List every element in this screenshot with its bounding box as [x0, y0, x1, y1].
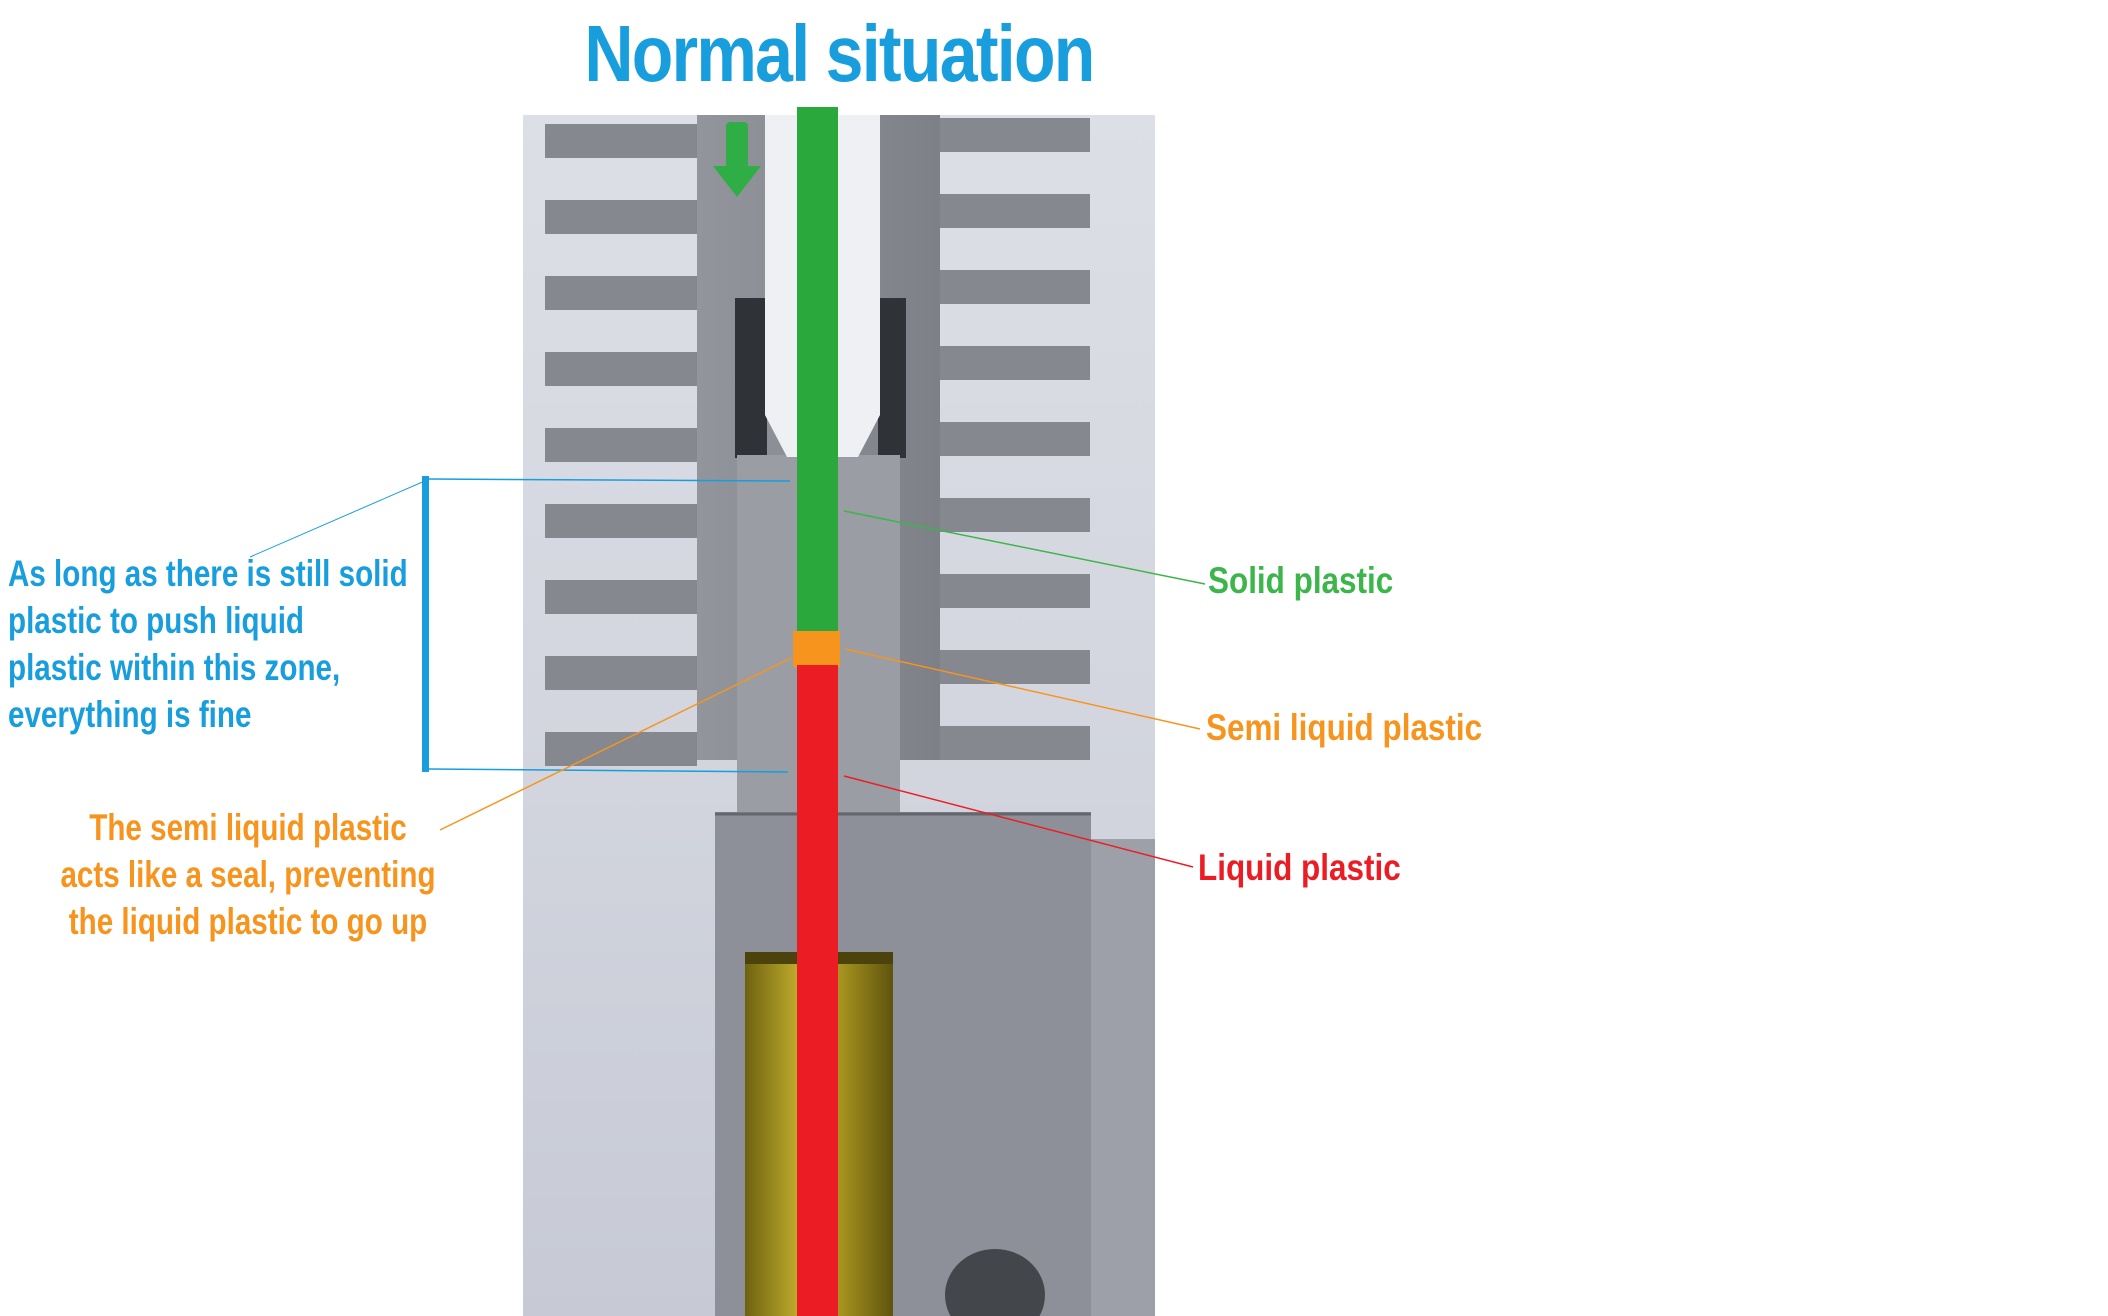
page-title: Normal situation — [584, 9, 1095, 98]
orange-note-line: the liquid plastic to go up — [68, 901, 428, 942]
heatsink-graphic — [545, 115, 1155, 1316]
heatbreak-shadow-left — [735, 298, 767, 458]
heatbreak-shadow-right — [878, 298, 906, 458]
heatsink-left-fins — [545, 124, 697, 766]
heater-block-side — [1091, 839, 1155, 1316]
orange-note: The semi liquid plastic acts like a seal… — [48, 804, 448, 945]
zone-bracket — [422, 476, 429, 772]
hotend-render — [523, 115, 1155, 1316]
blue-note: As long as there is still solid plastic … — [8, 550, 456, 738]
blue-note-line: As long as there is still solid — [8, 553, 408, 594]
blue-note-leader — [249, 479, 428, 558]
liquid-plastic-filament — [797, 665, 838, 1316]
blue-note-line: plastic to push liquid — [8, 600, 304, 641]
liquid-plastic-label: Liquid plastic — [1198, 847, 1401, 888]
orange-note-line: acts like a seal, preventing — [60, 854, 436, 895]
blue-note-line: plastic within this zone, — [8, 647, 341, 688]
solid-plastic-filament — [797, 107, 838, 634]
mounting-hole — [945, 1249, 1045, 1316]
semi-liquid-plastic-label: Semi liquid plastic — [1206, 707, 1483, 748]
blue-note-line: everything is fine — [8, 694, 252, 735]
heatsink-right-fins — [940, 118, 1090, 760]
semi-liquid-plastic-band — [793, 631, 840, 667]
orange-note-line: The semi liquid plastic — [89, 807, 407, 848]
solid-plastic-label: Solid plastic — [1208, 560, 1394, 601]
